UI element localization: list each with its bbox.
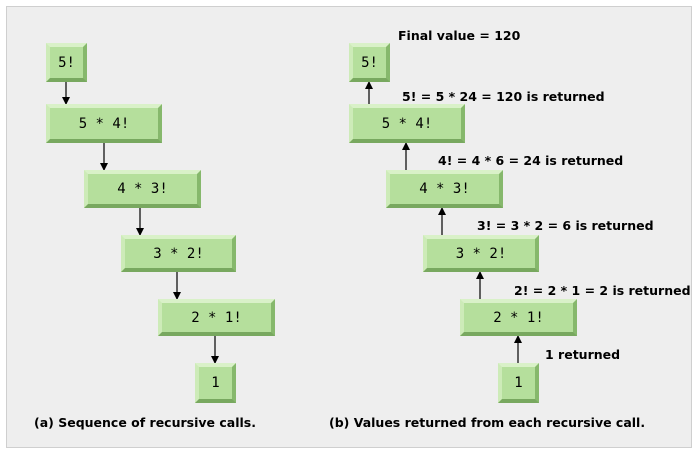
return-label-5-factorial: 5! = 5 * 24 = 120 is returned — [402, 89, 605, 104]
call-box-5-factorial: 5! — [46, 43, 87, 82]
call-box-4-times-3-factorial: 4 * 3! — [84, 170, 201, 208]
return-label-2-factorial: 2! = 2 * 1 = 2 is returned — [514, 283, 691, 298]
calls-caption: (a) Sequence of recursive calls. — [34, 415, 256, 430]
final-value-label: Final value = 120 — [398, 28, 521, 43]
return-box-base-1: 1 — [498, 363, 539, 403]
call-box-5-times-4-factorial: 5 * 4! — [46, 104, 162, 143]
return-box-3-times-2-factorial: 3 * 2! — [423, 235, 539, 272]
return-label-3-factorial: 3! = 3 * 2 = 6 is returned — [477, 218, 654, 233]
return-box-2-times-1-factorial: 2 * 1! — [460, 299, 577, 336]
return-label-base: 1 returned — [545, 347, 621, 362]
returns-caption: (b) Values returned from each recursive … — [329, 415, 646, 430]
call-box-base-1: 1 — [195, 363, 236, 403]
call-box-2-times-1-factorial: 2 * 1! — [158, 299, 275, 336]
call-box-3-times-2-factorial: 3 * 2! — [121, 235, 236, 272]
return-box-5-factorial: 5! — [349, 43, 390, 82]
return-label-4-factorial: 4! = 4 * 6 = 24 is returned — [438, 153, 624, 168]
return-box-5-times-4-factorial: 5 * 4! — [349, 104, 465, 143]
return-box-4-times-3-factorial: 4 * 3! — [386, 170, 503, 208]
